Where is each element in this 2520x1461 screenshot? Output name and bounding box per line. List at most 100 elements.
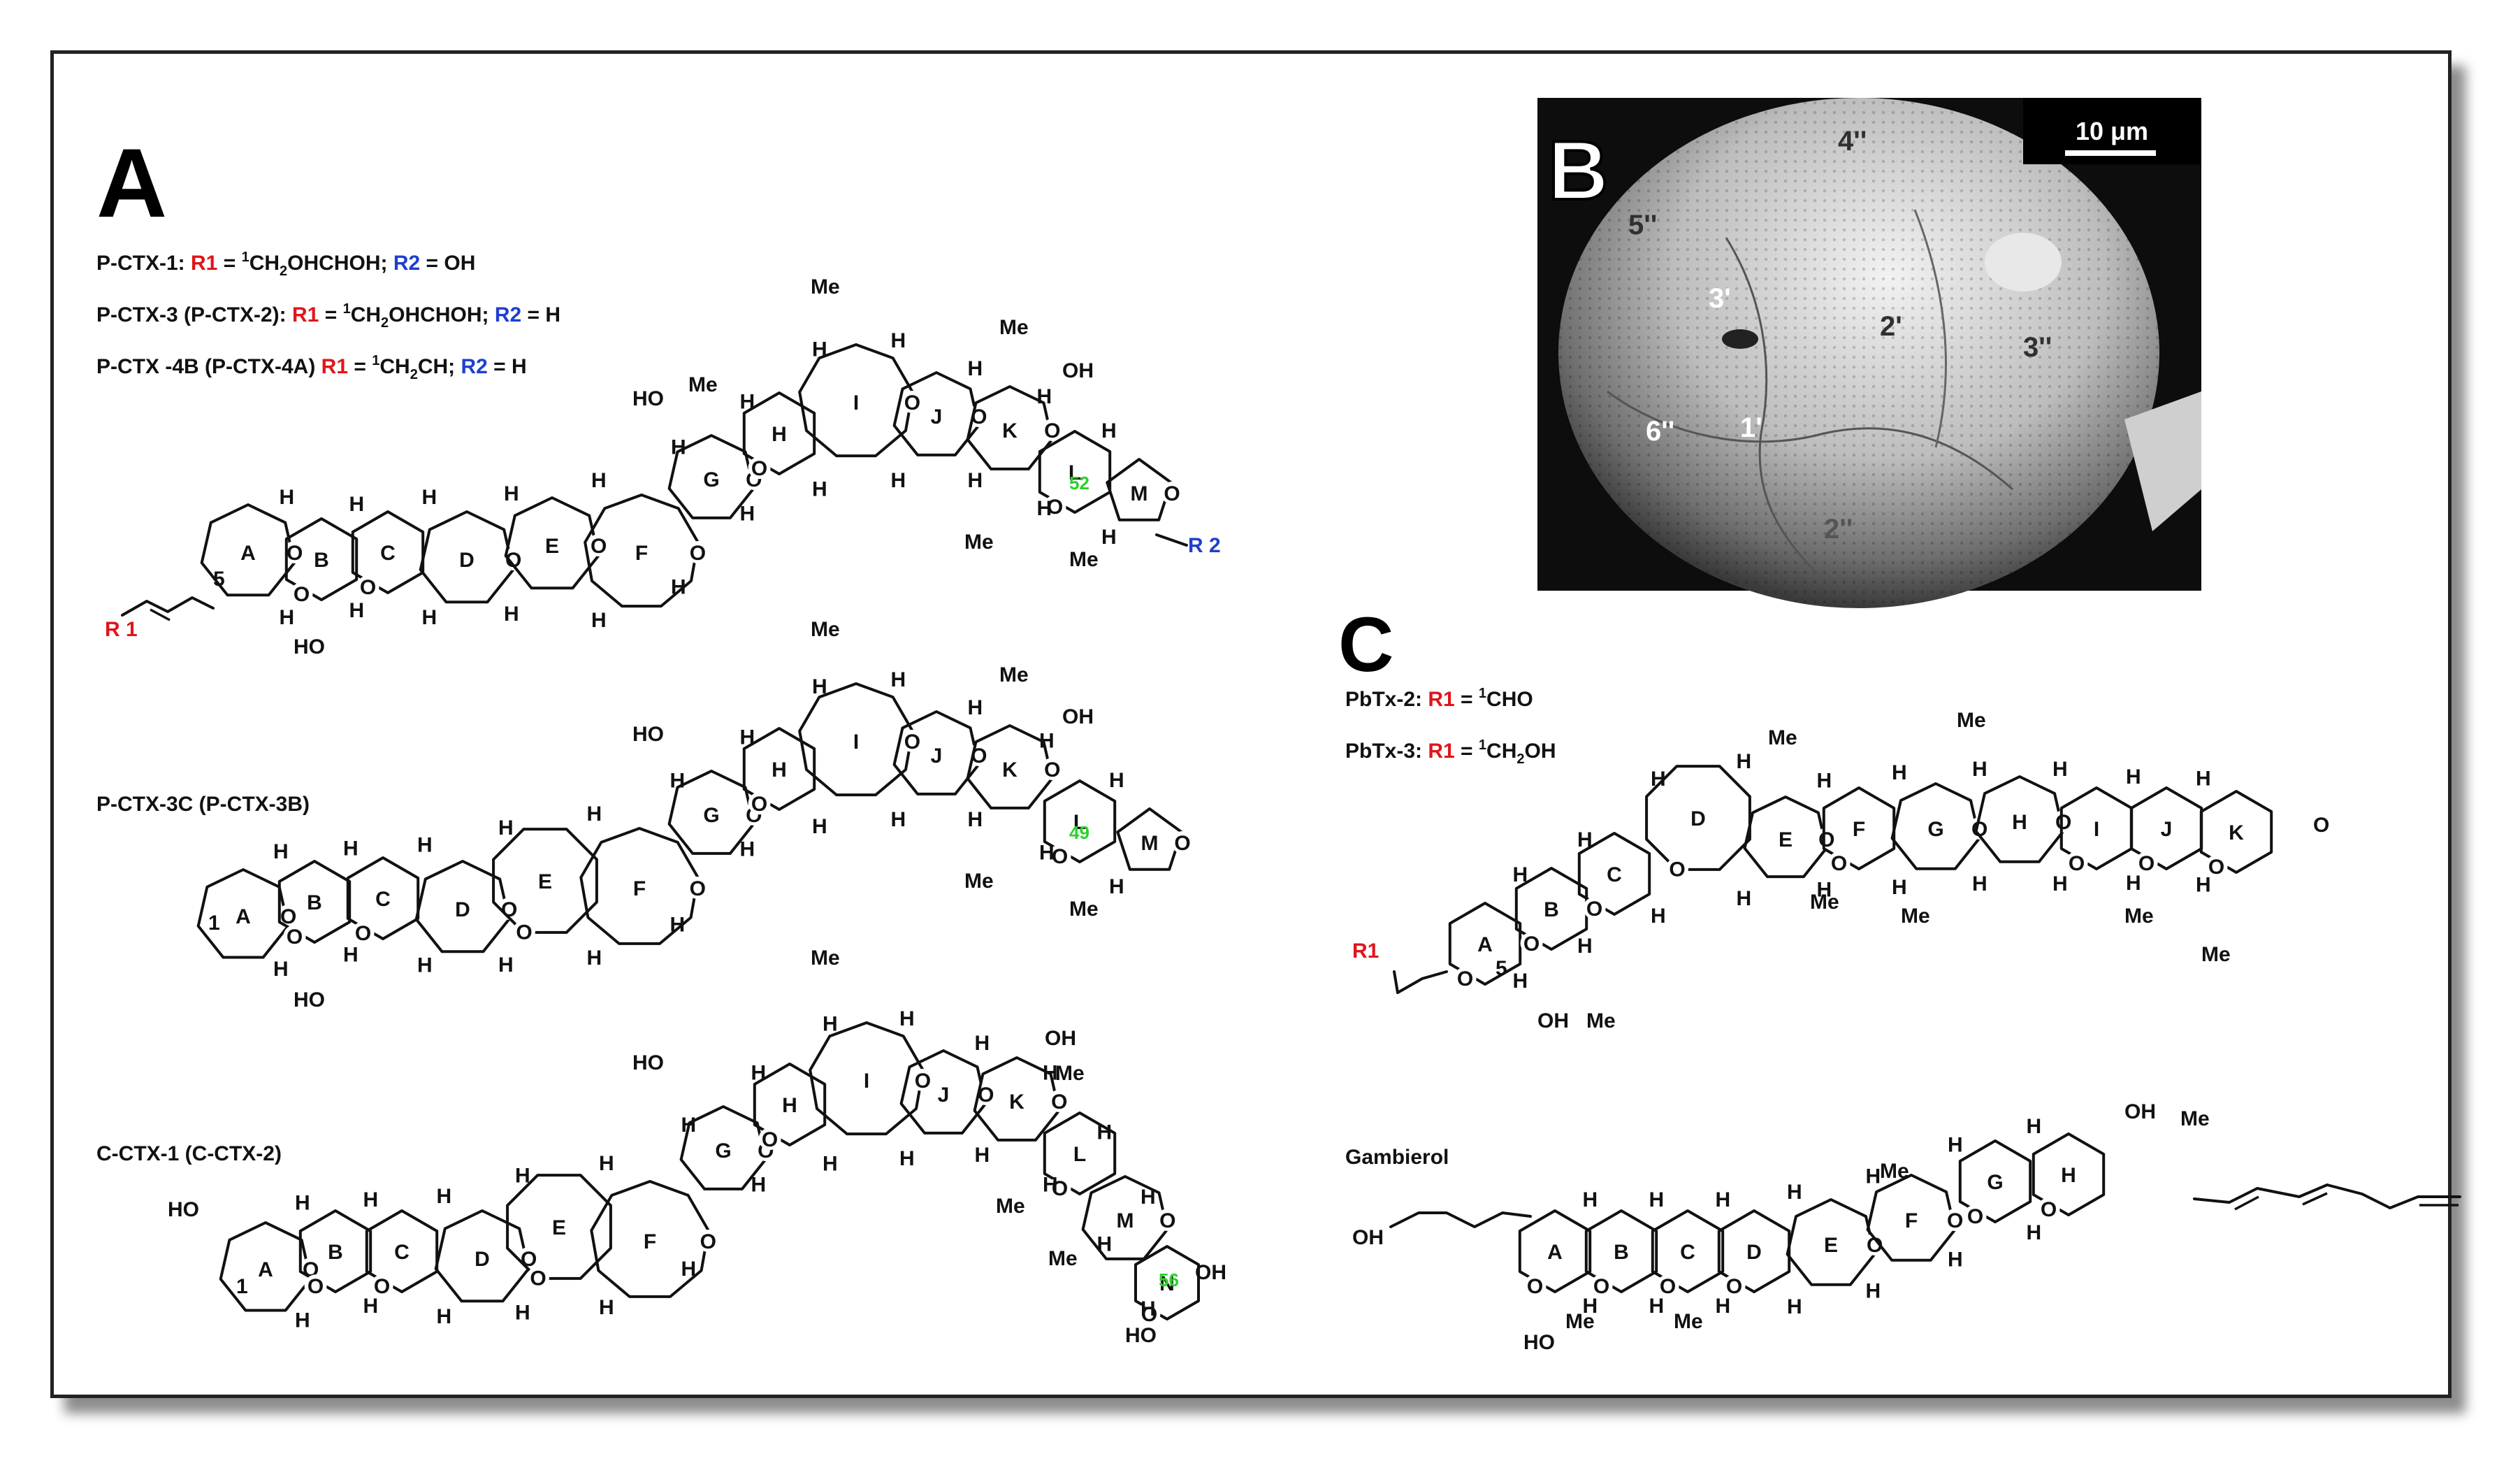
cctx1-ring-oxygen: O <box>700 1230 716 1253</box>
cctx1-fusion-hydrogen: H <box>1140 1297 1156 1320</box>
gambierol-fusion-hydrogen: H <box>1649 1295 1665 1318</box>
cctx1-ring-label-l: L <box>1073 1143 1086 1166</box>
pctx1-ring-oxygen: O <box>1164 482 1180 505</box>
cctx1-oxygen-bg-7 <box>758 1128 781 1151</box>
methyl-label: Me <box>1069 898 1099 921</box>
cctx1-ring-l <box>1043 1111 1117 1195</box>
gambierol-fusion-hydrogen: H <box>1583 1295 1598 1318</box>
cctx1-ring-label-j: J <box>938 1084 950 1107</box>
cctx1-ring-label-n: N <box>1159 1272 1175 1295</box>
gambierol-ring-g <box>1958 1139 2032 1223</box>
gambierol-fusion-hydrogen: H <box>1583 1188 1598 1211</box>
pctx3c-ring-label-m: M <box>1141 832 1159 855</box>
cctx1-oxygen-bg-4 <box>526 1266 549 1289</box>
pbtx-fusion-hydrogen: H <box>1651 768 1666 791</box>
pbtx-ring-label-f: F <box>1853 818 1865 841</box>
methyl-label: Me <box>2180 1107 2210 1130</box>
cctx1-fusion-hydrogen: H <box>823 1013 838 1036</box>
position-c56-label: 56 <box>1159 1269 1179 1290</box>
cctx1-label: C-CTX-1 (C-CTX-2) <box>96 1142 282 1165</box>
pctx1-fusion-hydrogen: H <box>968 469 983 492</box>
cctx1-ring-k <box>973 1056 1061 1142</box>
pbtx-ring-label-i: I <box>2094 818 2099 841</box>
hydroxyl-label: HO <box>1523 1331 1555 1354</box>
pctx1-oxygen-bg-11 <box>1043 495 1066 518</box>
cctx1-fusion-hydrogen: H <box>899 1147 915 1170</box>
gambierol-ring-label-d: D <box>1746 1241 1762 1264</box>
cctx1-ring-label-m: M <box>1117 1209 1134 1232</box>
pbtx-fusion-hydrogen: H <box>1972 758 1987 781</box>
pctx3c-fusion-hydrogen: H <box>498 953 514 977</box>
cctx1-ring-label-f: F <box>644 1230 656 1253</box>
pctx3c-fusion-hydrogen: H <box>273 840 289 863</box>
pctx3c-fusion-hydrogen: H <box>587 803 602 826</box>
cctx1-ring-oxygen: O <box>1051 1091 1067 1114</box>
gambierol-ring-oxygen: O <box>2041 1198 2057 1221</box>
pbtx3-definition: PbTx-3: R1 = 1CH2OH <box>1345 737 1556 767</box>
cctx1-fusion-hydrogen: H <box>437 1305 452 1328</box>
pctx1-fusion-hydrogen: H <box>591 609 607 632</box>
pctx1-fusion-hydrogen: H <box>812 338 827 361</box>
cctx1-ring-n <box>1134 1245 1200 1320</box>
pctx3c-fusion-hydrogen: H <box>273 958 289 981</box>
hydroxyl-label: HO <box>1125 1324 1157 1347</box>
gambierol-ring-e <box>1786 1198 1876 1286</box>
pctx3c-oxygen-bg-10 <box>1041 758 1064 780</box>
pctx3c-fusion-hydrogen: H <box>891 668 906 691</box>
gambierol-ring-d <box>1717 1209 1791 1293</box>
methyl-label: Me <box>1957 709 1986 732</box>
pbtx-ring-oxygen: O <box>1586 898 1602 921</box>
cctx1-ring-a <box>219 1221 312 1312</box>
pbtx-ring-h <box>1974 775 2065 863</box>
pbtx-fusion-hydrogen: H <box>1577 935 1593 958</box>
methyl-label: Me <box>1674 1310 1703 1333</box>
gambierol-fusion-hydrogen: H <box>1716 1188 1731 1211</box>
pctx1-fusion-hydrogen: H <box>1037 385 1052 408</box>
pbtx-ring-oxygen: O <box>2069 852 2085 875</box>
cctx1-oxygen-bg-12 <box>1156 1209 1179 1231</box>
pctx1-ring-oxygen: O <box>360 576 376 599</box>
pctx3c-oxygen-bg-5 <box>686 877 709 899</box>
pbtx-ring-label-k: K <box>2229 821 2244 844</box>
pbtx-ring-label-j: J <box>2161 818 2173 841</box>
methyl-label: Me <box>811 275 840 298</box>
pbtx-fusion-hydrogen: H <box>1817 770 1832 793</box>
hydroxyl-label: OH <box>1045 1027 1076 1050</box>
pbtx-ring-j <box>2129 786 2203 870</box>
pctx3c-fusion-hydrogen: H <box>968 808 983 831</box>
pctx1-ring-oxygen: O <box>591 535 607 558</box>
pbtx-oxygen-bg-0 <box>1454 967 1477 990</box>
pctx3c-oxygen-bg-7 <box>748 792 771 815</box>
pctx3c-ring-label-i: I <box>853 730 859 754</box>
gambierol-ring-a <box>1518 1209 1592 1293</box>
cctx1-fusion-hydrogen: H <box>363 1188 379 1211</box>
gambierol-ring-oxygen: O <box>1867 1234 1883 1257</box>
pctx1-fusion-hydrogen: H <box>1037 497 1052 520</box>
gambierol-ring-label-e: E <box>1824 1234 1838 1257</box>
pctx3c-ring-label-l: L <box>1073 811 1086 834</box>
pctx3c-ring-oxygen: O <box>1174 832 1190 855</box>
cctx1-fusion-hydrogen: H <box>823 1153 838 1176</box>
apical-pore <box>1722 329 1758 349</box>
pctx1-fusion-hydrogen: H <box>812 478 827 501</box>
cctx1-ring-d <box>434 1209 530 1303</box>
gambierol-ring-b <box>1584 1209 1658 1293</box>
pbtx-ring-oxygen: O <box>1818 828 1834 851</box>
pctx1-fusion-hydrogen: H <box>1101 526 1117 549</box>
pctx1-ring-label-a: A <box>240 542 256 565</box>
pctx1-fusion-hydrogen: H <box>891 329 906 352</box>
cctx1-oxygen-bg-10 <box>1048 1090 1071 1112</box>
pctx3c-ring-label-h: H <box>772 758 787 782</box>
pbtx-ring-oxygen: O <box>1523 933 1540 956</box>
hydroxyl-label: OH <box>1195 1261 1226 1284</box>
cctx1-fusion-hydrogen: H <box>751 1174 767 1197</box>
plate-suture-1 <box>1607 390 2013 491</box>
pctx1-ring-oxygen: O <box>1044 419 1060 442</box>
pctx3c-oxygen-bg-4 <box>512 920 535 943</box>
pctx3c-ring-oxygen: O <box>1052 845 1068 868</box>
plate-suture-2 <box>1725 237 1818 575</box>
methyl-label: Me <box>811 947 840 970</box>
pbtx-ring-oxygen: O <box>2055 811 2071 834</box>
